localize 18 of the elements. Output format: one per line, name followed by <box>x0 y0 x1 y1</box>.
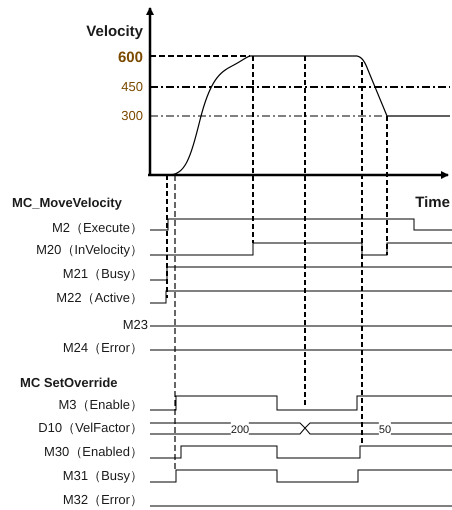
signal-name: M20（InVelocity） <box>36 242 143 258</box>
signal-name: M22（Active） <box>56 290 143 306</box>
block-title: MC SetOverride <box>20 375 118 391</box>
signal-name: D10（VelFactor） <box>38 420 143 436</box>
signal-name: M32（Error） <box>62 492 143 508</box>
signal-name: M31（Busy） <box>62 468 143 484</box>
block-title: MC_MoveVelocity <box>12 195 122 211</box>
axis-tick-label: 450 <box>121 79 143 95</box>
axis-tick-label: 300 <box>121 108 143 124</box>
signal-name: M24（Error） <box>62 340 143 356</box>
signal-name: M2（Execute） <box>52 220 143 236</box>
axis-title: Velocity <box>86 24 143 40</box>
signal-name: M23 <box>122 317 148 333</box>
axis-title: Time <box>415 195 450 211</box>
signal-name: M21（Busy） <box>62 266 143 282</box>
axis-tick-label: 600 <box>118 50 143 66</box>
signal-name: M30（Enabled） <box>44 444 143 460</box>
signal-name: M3（Enable） <box>58 397 143 413</box>
